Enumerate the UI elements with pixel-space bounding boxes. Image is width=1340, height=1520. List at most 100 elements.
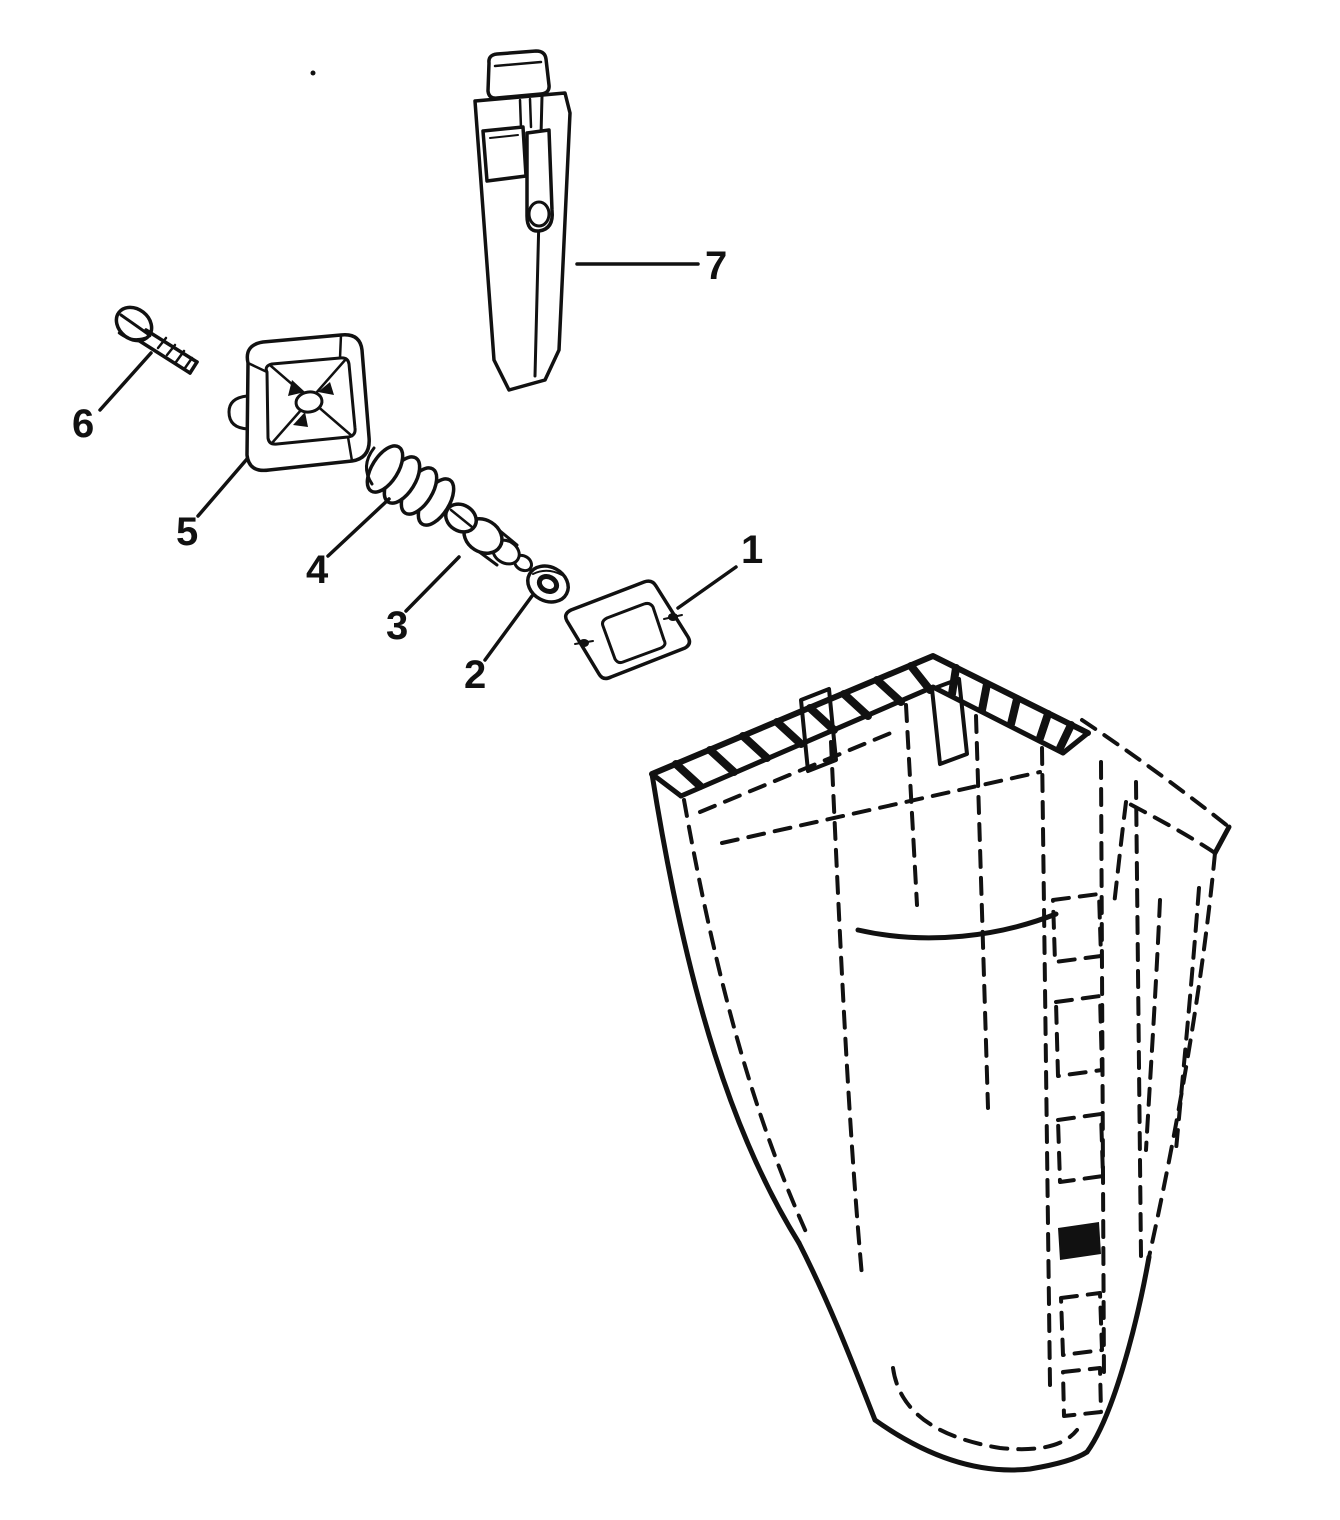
housing-rim-left-close [649, 771, 684, 799]
housing-snout-opening [1051, 892, 1103, 964]
tube-clip-line [489, 134, 519, 139]
callout-label-1: 1 [741, 528, 763, 572]
gasket-inner-opening [601, 601, 667, 665]
screw-head-slot [119, 313, 150, 336]
print-artifact-dot [310, 70, 316, 76]
part-washer [526, 564, 570, 604]
housing-inner-left-line [682, 798, 808, 1234]
housing-left-edge-lower [796, 1240, 878, 1423]
hatch-mark [907, 662, 934, 694]
leader-line-4 [326, 497, 391, 558]
part-screw [114, 305, 199, 375]
leader-line-1 [676, 565, 738, 610]
tube-top-cap [486, 49, 551, 100]
housing-snout-left-line [1040, 746, 1052, 1387]
housing-rear-column-line [1174, 886, 1201, 1152]
housing-bottom-edge [872, 1417, 1090, 1473]
housing-base-inner-line [891, 1366, 1079, 1452]
spring-coil [365, 444, 405, 494]
housing-snout-opening [1054, 994, 1104, 1078]
housing-flange-return-edge [1112, 800, 1128, 907]
housing-rim-hatching [672, 662, 1075, 790]
block-corner-line [246, 361, 269, 374]
hatch-mark [1007, 695, 1021, 728]
housing-left-edge [649, 771, 802, 1246]
housing-vertical-line [904, 703, 919, 907]
housing-rim-right-close [1060, 730, 1091, 756]
housing-opening-diagonal [698, 728, 900, 814]
exhaust-housing [649, 653, 1232, 1473]
block-web-shadow [288, 380, 305, 396]
hatch-mark [978, 680, 991, 714]
washer-rim-detail [532, 569, 563, 576]
hatch-mark [873, 676, 905, 706]
block-center-hub [294, 390, 324, 414]
housing-flange-tip [1212, 824, 1232, 856]
callout-1: 1 [676, 528, 763, 610]
housing-right-edge-lower [1084, 1254, 1152, 1455]
housing-partition [799, 687, 838, 773]
hatch-mark [773, 718, 805, 748]
gasket-hole-left-line [574, 640, 594, 645]
housing-rim-inner [678, 684, 1066, 799]
screw-thread [174, 349, 186, 364]
hatch-mark [840, 690, 872, 720]
housing-snout-solid-port [1058, 1222, 1101, 1260]
block-web-shadow [293, 412, 308, 427]
hatch-mark [672, 760, 704, 790]
tube-slot-line [528, 97, 533, 129]
screw-thread [156, 336, 168, 350]
tube-clip [481, 125, 528, 183]
screw-shaft-upper [144, 328, 199, 364]
callout-label-5: 5 [176, 510, 198, 554]
leader-line-2 [483, 594, 534, 662]
callout-4: 4 [306, 497, 391, 592]
screw-head-rim [117, 331, 152, 341]
callout-6: 6 [72, 351, 153, 446]
tube-latch-hole [527, 200, 551, 228]
block-corner-line [338, 333, 343, 360]
block-ear [227, 394, 250, 431]
hatch-mark [706, 746, 738, 776]
tube-slot-line [518, 98, 523, 130]
hatch-mark [739, 732, 771, 762]
callout-label-7: 7 [705, 244, 727, 288]
screw-shaft-lower [136, 338, 192, 375]
callout-label-2: 2 [464, 653, 486, 697]
washer-outer [526, 564, 570, 604]
valve-head-slot [449, 508, 474, 529]
housing-vertical-line [1134, 780, 1143, 1258]
gasket-hole-right-line [663, 614, 683, 620]
callout-7: 7 [575, 244, 727, 288]
callout-3: 3 [386, 555, 461, 648]
callout-label-3: 3 [386, 604, 408, 648]
block-web-shadow [318, 382, 334, 395]
hatch-mark [1056, 721, 1075, 752]
housing-rear-column-line [1144, 898, 1162, 1152]
gasket-outer-outline [563, 579, 692, 681]
part-cover-block [227, 333, 371, 473]
screw-thread [165, 343, 177, 357]
leader-line-3 [404, 555, 461, 613]
housing-flange-top-edge [1080, 718, 1231, 829]
callout-label-6: 6 [72, 402, 94, 446]
spring-end-coil [365, 446, 376, 486]
housing-snout-opening [1056, 1112, 1105, 1184]
leader-line-5 [196, 457, 249, 518]
housing-snout-opening [1059, 1291, 1104, 1357]
part-poppet-valve [444, 502, 533, 573]
part-spring [365, 444, 456, 527]
hatch-mark [1036, 710, 1052, 742]
housing-inner-wall-edge [855, 911, 1059, 941]
housing-vertical-line [829, 740, 864, 1278]
housing-right-edge-upper [1147, 851, 1217, 1259]
leader-line-6 [98, 351, 153, 412]
callout-2: 2 [464, 594, 534, 697]
housing-snout-right-line [1099, 760, 1106, 1384]
callout-5: 5 [176, 457, 249, 554]
part-gasket-plate [563, 579, 692, 681]
block-corner-line [346, 435, 354, 463]
housing-flange-bottom-edge [1124, 800, 1217, 855]
screw-thread [183, 356, 194, 370]
